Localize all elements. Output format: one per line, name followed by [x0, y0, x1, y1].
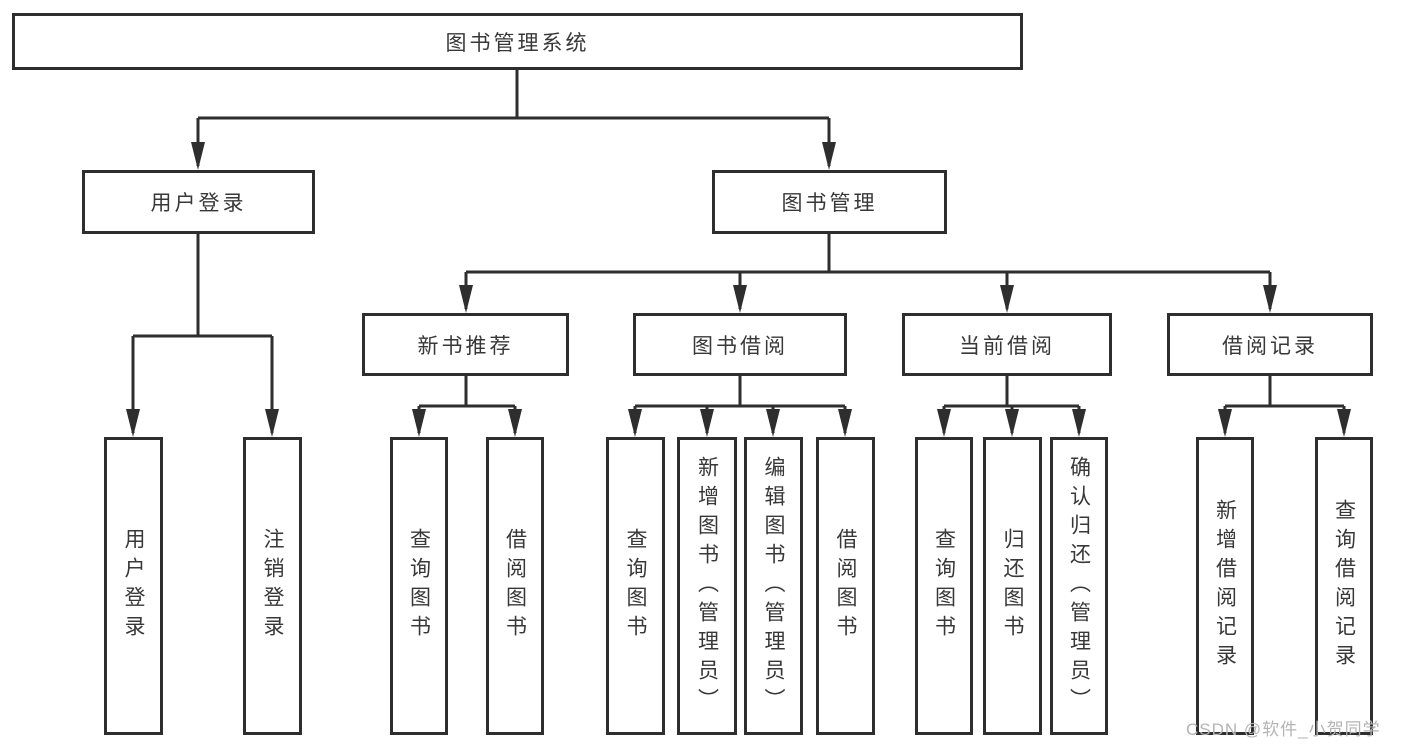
- leaf-logout: 注销登录: [243, 437, 302, 735]
- node-root: 图书管理系统: [12, 13, 1023, 70]
- node-current-borrow: 当前借阅: [902, 313, 1112, 376]
- leaf-records-query-record: 查询借阅记录: [1315, 437, 1373, 735]
- node-new-book-recommend: 新书推荐: [362, 313, 569, 376]
- leaf-recommend-query-book: 查询图书: [390, 437, 448, 735]
- leaf-borrow-query-book-label: 查询图书: [624, 528, 647, 644]
- leaf-records-add-record-label: 新增借阅记录: [1213, 499, 1237, 673]
- node-book-borrow-label: 图书借阅: [692, 334, 788, 358]
- node-root-label: 图书管理系统: [445, 31, 590, 55]
- node-borrow-records-label: 借阅记录: [1222, 334, 1318, 358]
- leaf-records-add-record: 新增借阅记录: [1196, 437, 1254, 735]
- node-user-login: 用户登录: [82, 170, 315, 234]
- node-book-borrow: 图书借阅: [633, 313, 847, 376]
- leaf-user-login: 用户登录: [104, 437, 163, 735]
- leaf-recommend-query-book-label: 查询图书: [407, 528, 431, 644]
- node-current-borrow-label: 当前借阅: [959, 334, 1055, 358]
- node-book-management: 图书管理: [712, 170, 947, 234]
- leaf-current-query-book-label: 查询图书: [932, 528, 956, 644]
- leaf-recommend-borrow-book: 借阅图书: [486, 437, 544, 735]
- leaf-borrow-edit-book-admin: 编辑图书（管理员）: [744, 437, 803, 735]
- leaf-current-return-book: 归还图书: [983, 437, 1042, 735]
- node-book-management-label: 图书管理: [781, 192, 878, 215]
- watermark: CSDN @软件_小贺同学: [1186, 720, 1381, 739]
- leaf-recommend-borrow-book-label: 借阅图书: [503, 528, 527, 644]
- leaf-current-confirm-return-admin: 确认归还（管理员）: [1050, 437, 1108, 735]
- leaf-current-return-book-label: 归还图书: [1001, 528, 1024, 644]
- node-new-book-recommend-label: 新书推荐: [417, 334, 514, 358]
- leaf-borrow-query-book: 查询图书: [606, 437, 665, 735]
- leaf-borrow-add-book-admin-label: 新增图书（管理员）: [695, 455, 719, 717]
- leaf-borrow-add-book-admin: 新增图书（管理员）: [677, 437, 737, 735]
- node-borrow-records: 借阅记录: [1167, 313, 1373, 376]
- leaf-borrow-borrow-book-label: 借阅图书: [834, 528, 857, 644]
- leaf-records-query-record-label: 查询借阅记录: [1332, 499, 1356, 673]
- leaf-logout-label: 注销登录: [261, 528, 284, 644]
- leaf-current-confirm-return-admin-label: 确认归还（管理员）: [1067, 455, 1091, 717]
- leaf-user-login-label: 用户登录: [122, 528, 145, 644]
- leaf-borrow-edit-book-admin-label: 编辑图书（管理员）: [762, 455, 785, 717]
- node-user-login-label: 用户登录: [150, 192, 247, 215]
- leaf-current-query-book: 查询图书: [915, 437, 973, 735]
- leaf-borrow-borrow-book: 借阅图书: [816, 437, 875, 735]
